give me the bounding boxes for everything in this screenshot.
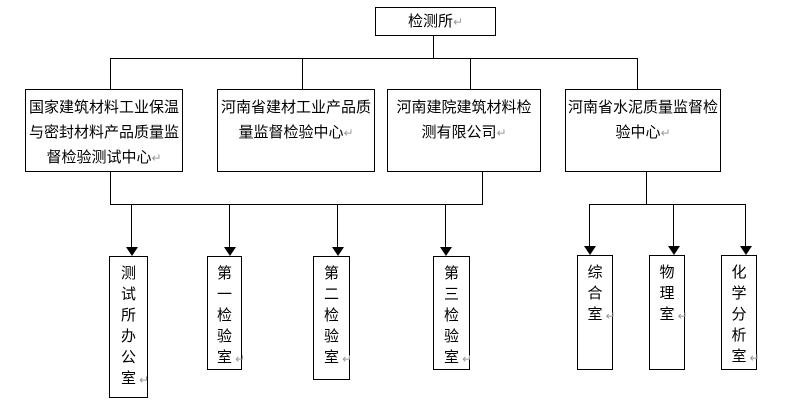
node-office-physics[interactable]: 物理室 ↵ bbox=[649, 255, 688, 370]
arrow-down-icon bbox=[440, 247, 452, 256]
paragraph-return-icon: ↵ bbox=[151, 151, 162, 165]
node-office-chemical-analysis[interactable]: 化学分析室 ↵ bbox=[721, 255, 760, 370]
arrow-shaft-office-1 bbox=[131, 204, 132, 248]
node-office-label: 第三检验室 bbox=[443, 264, 459, 366]
node-office-label: 综合室 bbox=[587, 263, 603, 323]
connector-dept3-drop bbox=[482, 172, 483, 204]
node-dept-henan-jianyuan-company[interactable]: 河南建院建筑材料检测有限公司↵ bbox=[387, 89, 541, 172]
arrow-down-icon bbox=[668, 246, 680, 255]
paragraph-return-icon: ↵ bbox=[677, 309, 688, 323]
arrow-shaft-office-7 bbox=[745, 204, 746, 247]
node-dept-label: 河南省建材工业产品质量监督检验中心 bbox=[220, 98, 371, 141]
connector-drop-dept-4 bbox=[637, 58, 638, 89]
connector-right-rail bbox=[589, 204, 746, 205]
paragraph-return-icon: ↵ bbox=[234, 352, 245, 366]
node-office-general[interactable]: 综合室 ↵ bbox=[577, 255, 616, 370]
node-dept-national-insulation-center[interactable]: 国家建筑材料工业保温与密封材料产品质量监督检验测试中心↵ bbox=[25, 89, 183, 172]
node-office-label: 物理室 bbox=[659, 263, 675, 323]
arrow-down-icon bbox=[740, 246, 752, 255]
connector-left-rail bbox=[110, 204, 483, 205]
arrow-down-icon bbox=[584, 246, 596, 255]
paragraph-return-icon: ↵ bbox=[496, 126, 507, 140]
node-root-label: 检测所 bbox=[407, 12, 453, 30]
node-dept-henan-cement-center[interactable]: 河南省水泥质量监督检验中心↵ bbox=[565, 89, 721, 172]
node-office-label: 化学分析室 bbox=[731, 263, 747, 365]
node-office-lab-2[interactable]: 第二检验室 ↵ bbox=[313, 256, 352, 380]
paragraph-return-icon: ↵ bbox=[461, 352, 472, 366]
arrow-shaft-office-2 bbox=[229, 204, 230, 248]
node-office-lab-1[interactable]: 第一检验室 ↵ bbox=[207, 256, 245, 370]
arrow-shaft-office-6 bbox=[673, 204, 674, 247]
arrow-down-icon bbox=[224, 247, 236, 256]
arrow-shaft-office-4 bbox=[445, 204, 446, 248]
paragraph-return-icon: ↵ bbox=[660, 126, 671, 140]
connector-drop-dept-1 bbox=[110, 58, 111, 89]
paragraph-return-icon: ↵ bbox=[605, 309, 616, 323]
paragraph-return-icon: ↵ bbox=[452, 15, 464, 29]
arrow-shaft-office-5 bbox=[589, 204, 590, 247]
node-office-label: 第二检验室 bbox=[323, 264, 339, 366]
arrow-down-icon bbox=[332, 247, 344, 256]
node-office-lab-3[interactable]: 第三检验室 ↵ bbox=[433, 256, 472, 370]
arrow-shaft-office-3 bbox=[337, 204, 338, 248]
node-dept-label: 河南省水泥质量监督检验中心 bbox=[568, 98, 719, 141]
paragraph-return-icon: ↵ bbox=[749, 351, 760, 365]
connector-dept4-drop bbox=[646, 172, 647, 204]
node-office-admin[interactable]: 测试所办公室 ↵ bbox=[109, 256, 149, 398]
node-office-label: 测试所办公室 bbox=[120, 264, 136, 387]
paragraph-return-icon: ↵ bbox=[138, 373, 149, 387]
node-dept-label: 河南建院建筑材料检测有限公司 bbox=[396, 98, 532, 141]
connector-drop-dept-3 bbox=[470, 58, 471, 90]
connector-root-drop bbox=[433, 35, 434, 58]
node-root[interactable]: 检测所↵ bbox=[375, 7, 496, 36]
paragraph-return-icon: ↵ bbox=[343, 126, 354, 140]
connector-drop-dept-2 bbox=[302, 58, 303, 89]
node-office-label: 第一检验室 bbox=[216, 264, 232, 366]
connector-dept1-drop bbox=[110, 172, 111, 204]
arrow-down-icon bbox=[126, 247, 138, 256]
paragraph-return-icon: ↵ bbox=[341, 352, 352, 366]
connector-main-rail bbox=[110, 58, 638, 59]
node-dept-label: 国家建筑材料工业保温与密封材料产品质量监督检验测试中心 bbox=[28, 98, 179, 166]
node-dept-henan-building-materials-center[interactable]: 河南省建材工业产品质量监督检验中心↵ bbox=[217, 89, 375, 172]
